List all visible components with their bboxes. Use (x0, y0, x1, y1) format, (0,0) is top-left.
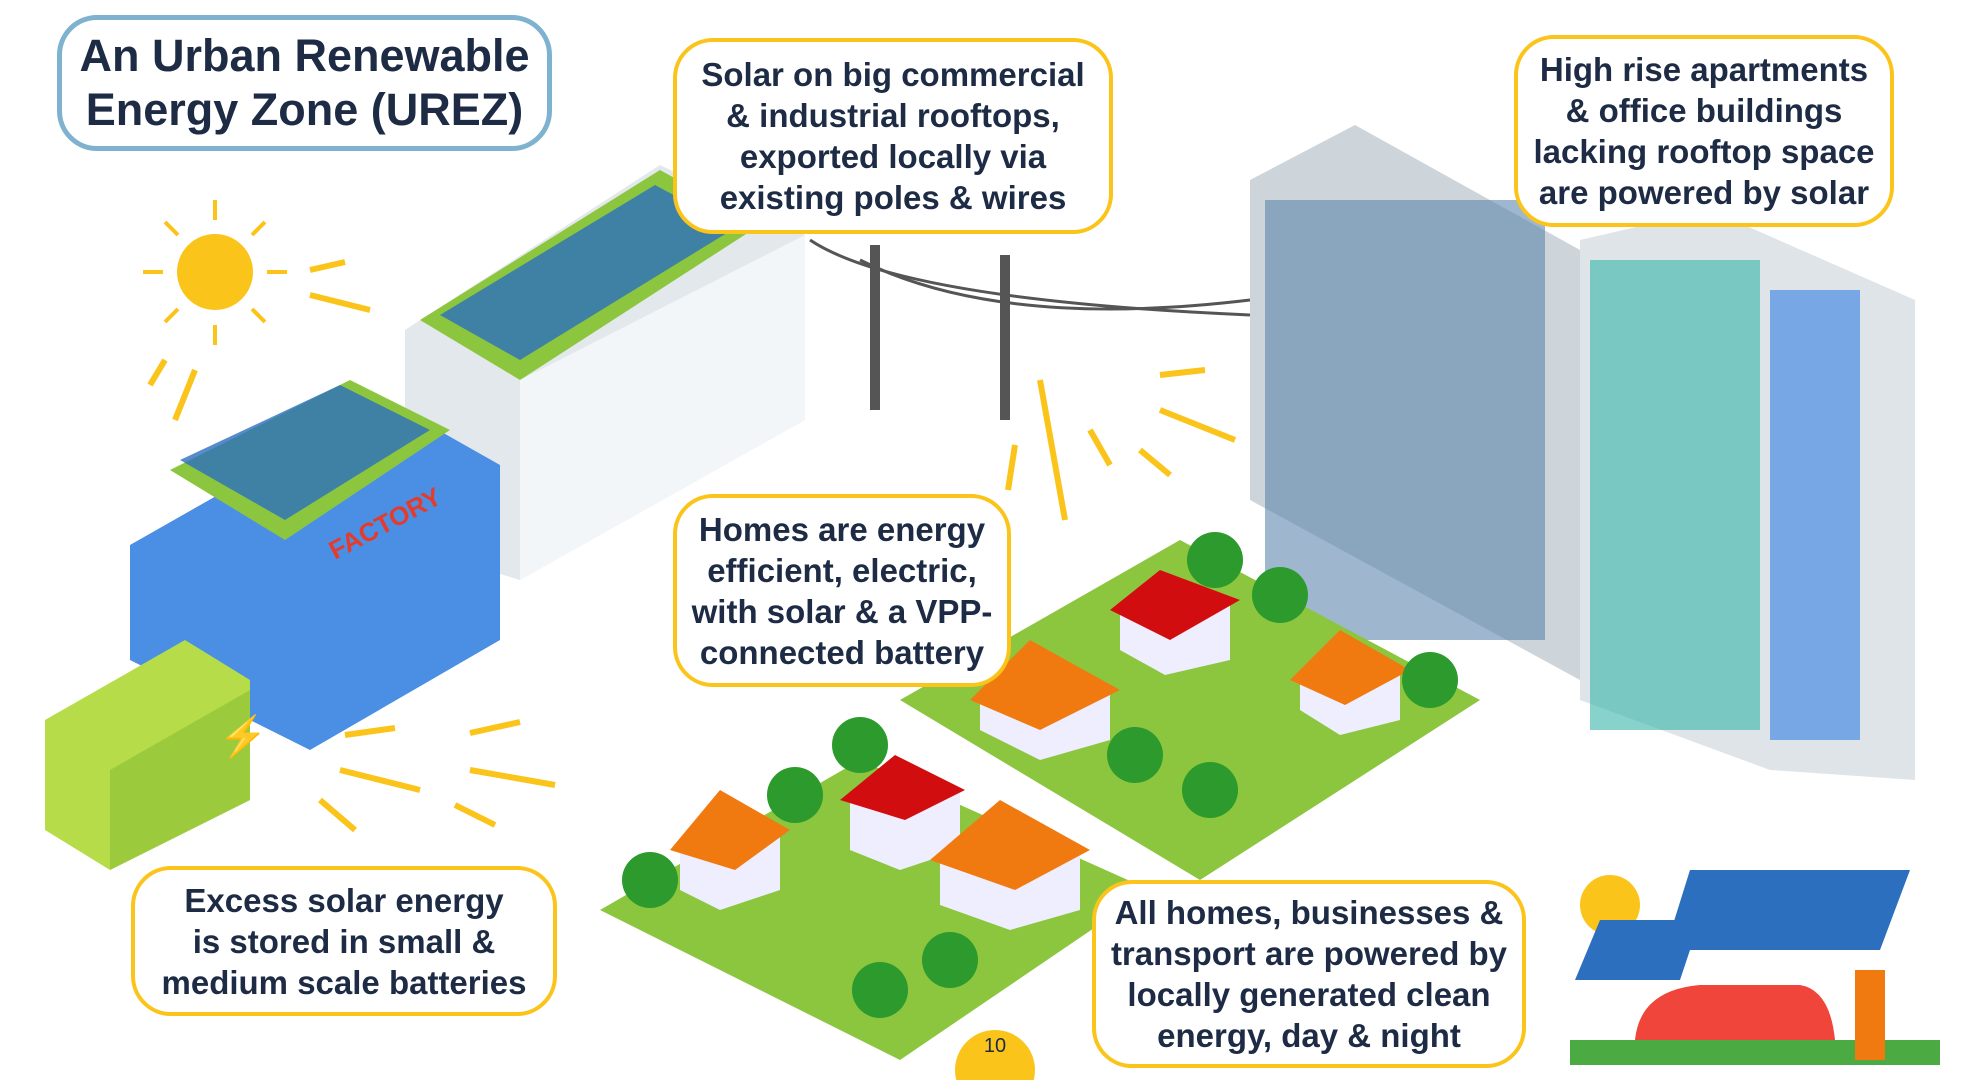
title-box: An Urban Renewable Energy Zone (UREZ) (57, 15, 552, 151)
callout-line: exported locally via (739, 138, 1047, 175)
page-number: 10 (983, 1035, 1007, 1057)
callout-line: efficient, electric, (707, 551, 977, 589)
callout-line: is stored in small & (192, 922, 496, 960)
callout-commercial: Solar on big commercial & industrial roo… (673, 38, 1113, 234)
battery-container: ⚡ (45, 640, 268, 870)
callout-batteries: Excess solar energy is stored in small &… (131, 866, 557, 1016)
callout-line: & office buildings (1565, 92, 1843, 129)
callout-line: with solar & a VPP- (691, 592, 993, 630)
title-line-2: Energy Zone (UREZ) (85, 84, 524, 135)
callout-line: medium scale batteries (161, 963, 527, 1001)
power-poles (809, 238, 1251, 420)
page-number-badge (955, 1030, 1035, 1080)
callout-line: & industrial rooftops, (726, 97, 1060, 134)
svg-text:⚡: ⚡ (218, 713, 268, 760)
energy-arrows (147, 259, 1237, 833)
callout-homes: Homes are energy efficient, electric, wi… (673, 494, 1011, 687)
neighbourhood (600, 532, 1480, 1060)
callout-line: Excess solar energy (184, 881, 504, 919)
highrise-buildings (1250, 125, 1915, 780)
callout-line: locally generated clean (1127, 976, 1491, 1013)
callout-line: transport are powered by (1110, 935, 1508, 972)
callout-all: All homes, businesses & transport are po… (1092, 880, 1526, 1068)
callout-line: lacking rooftop space (1533, 133, 1875, 170)
sun-icon (143, 200, 287, 345)
callout-line: energy, day & night (1157, 1017, 1461, 1054)
callout-line: connected battery (699, 633, 985, 671)
factory-building: FACTORY (130, 380, 500, 750)
callout-line: Homes are energy (698, 510, 986, 548)
callout-line: All homes, businesses & (1114, 894, 1504, 931)
title-line-1: An Urban Renewable (79, 30, 530, 81)
callout-line: High rise apartments (1539, 51, 1869, 88)
callout-highrise: High rise apartments & office buildings … (1514, 35, 1894, 227)
callout-line: are powered by solar (1538, 174, 1870, 211)
callout-line: Solar on big commercial (701, 56, 1085, 93)
ev-charging-icon (1570, 870, 1940, 1065)
callout-line: existing poles & wires (719, 179, 1067, 216)
commercial-building (405, 165, 805, 580)
